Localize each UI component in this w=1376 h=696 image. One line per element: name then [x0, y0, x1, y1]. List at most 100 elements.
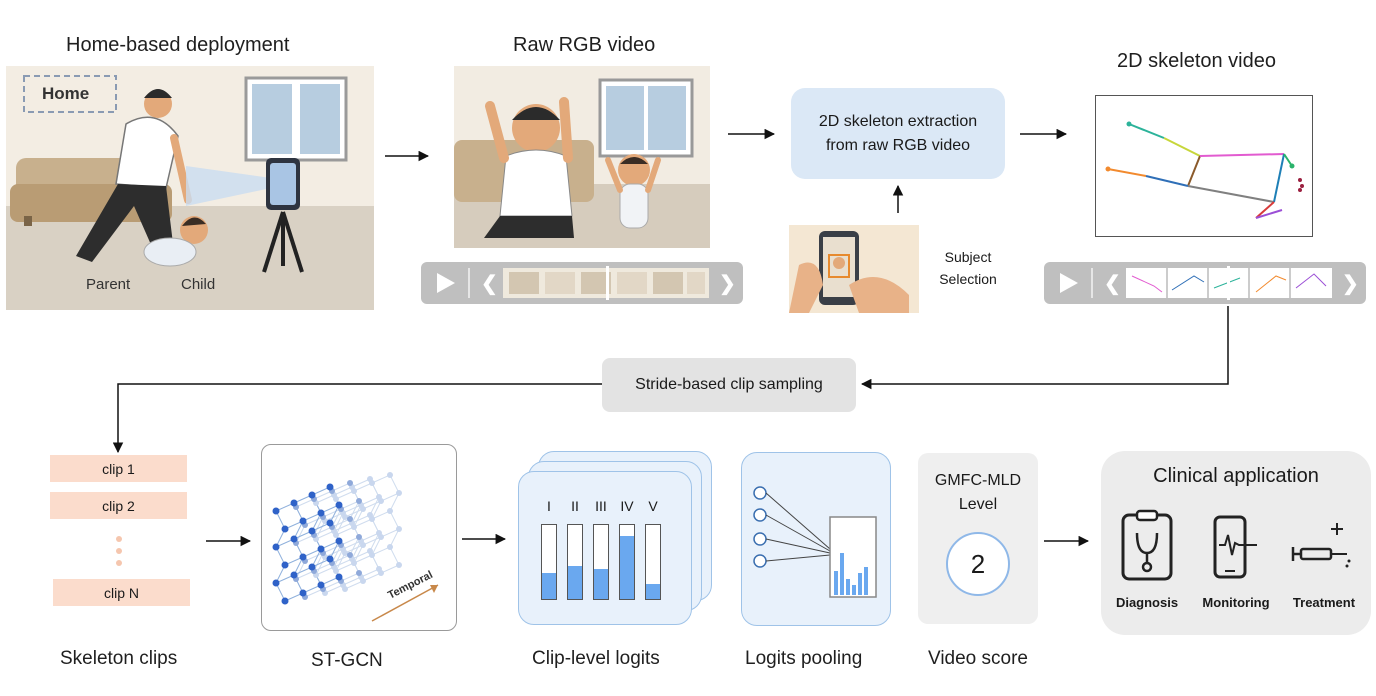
- play-icon[interactable]: [1060, 273, 1078, 293]
- clip-sampling-box: Stride-based clip sampling: [602, 358, 856, 412]
- logit-level-label: I: [547, 498, 551, 514]
- raw-video-player[interactable]: ❮ ❯: [421, 262, 743, 304]
- graph-node: [308, 527, 316, 535]
- skeleton-video-player[interactable]: ❮ ❯: [1044, 262, 1366, 304]
- graph-node: [356, 498, 362, 504]
- graph-node: [299, 589, 307, 597]
- graph-node: [396, 562, 402, 568]
- clipboard-stethoscope-icon: [1119, 509, 1175, 588]
- graph-node: [290, 571, 298, 579]
- extraction-line1: 2D skeleton extraction: [818, 112, 978, 130]
- graph-node: [308, 491, 316, 499]
- graph-node: [335, 537, 343, 545]
- logit-level-label: V: [648, 498, 658, 514]
- graph-node: [317, 509, 325, 517]
- home-tag: Home: [42, 84, 90, 103]
- logit-bar: [541, 524, 557, 600]
- graph-node: [367, 512, 373, 518]
- playhead[interactable]: [606, 266, 609, 300]
- graph-node: [272, 579, 280, 587]
- logit-level-label: II: [571, 498, 579, 514]
- clinical-item-monitoring: Monitoring: [1202, 595, 1270, 610]
- clinical-application-panel: Clinical application Diagnosi: [1101, 451, 1371, 635]
- pool-input-node: [753, 486, 767, 500]
- logit-bar: [593, 524, 609, 600]
- clip-item: clip N: [53, 579, 190, 606]
- graph-node: [272, 507, 280, 515]
- logit-level-label: III: [595, 498, 607, 514]
- raw-video-title: Raw RGB video: [513, 34, 656, 56]
- logit-bar: [619, 524, 635, 600]
- graph-node: [281, 561, 289, 569]
- graph-node: [299, 553, 307, 561]
- graph-node: [396, 526, 402, 532]
- logit-bar-fill: [542, 573, 556, 599]
- clip-item: clip 1: [50, 455, 187, 482]
- graph-node: [317, 545, 325, 553]
- chevron-left-icon[interactable]: ❮: [1104, 273, 1121, 296]
- graph-node: [308, 563, 316, 571]
- subject-selection-line2: Selection: [939, 271, 997, 287]
- phone-heartbeat-icon: [1209, 513, 1261, 588]
- chevron-right-icon[interactable]: ❯: [719, 273, 736, 296]
- playhead[interactable]: [1227, 266, 1230, 300]
- logits-pooling-card: [741, 452, 891, 626]
- clinical-item-treatment: Treatment: [1292, 595, 1356, 610]
- graph-node: [326, 555, 334, 563]
- graph-node: [367, 548, 373, 554]
- graph-node: [299, 517, 307, 525]
- graph-node: [387, 472, 393, 478]
- stgcn-label: ST-GCN: [311, 650, 383, 671]
- graph-node: [335, 501, 343, 509]
- play-icon[interactable]: [437, 273, 455, 293]
- video-score-label: Video score: [928, 648, 1028, 669]
- logit-bar: [567, 524, 583, 600]
- graph-node: [376, 566, 382, 572]
- score-value: 2: [946, 532, 1010, 596]
- skeleton-video-title: 2D skeleton video: [1117, 50, 1276, 72]
- subject-selection-label: Subject Selection: [936, 246, 1000, 290]
- extraction-line2: from raw RGB video: [825, 136, 971, 154]
- clip-logits-label: Clip-level logits: [532, 648, 660, 669]
- video-score-card: GMFC-MLD Level 2: [918, 453, 1038, 624]
- child-label: Child: [181, 276, 216, 293]
- chevron-right-icon[interactable]: ❯: [1342, 273, 1359, 296]
- graph-node: [272, 543, 280, 551]
- pool-input-node: [753, 508, 767, 522]
- subject-selection-illustration: [789, 225, 919, 313]
- raw-video-frame: [454, 66, 710, 248]
- skeleton-clips-label: Skeleton clips: [60, 648, 178, 669]
- score-title-line2: Level: [958, 496, 998, 513]
- syringe-icon: [1289, 521, 1355, 576]
- home-deployment-title: Home-based deployment: [66, 34, 290, 56]
- graph-node: [396, 490, 402, 496]
- graph-node: [335, 573, 343, 581]
- graph-node: [376, 494, 382, 500]
- chevron-left-icon[interactable]: ❮: [481, 273, 498, 296]
- score-title-line1: GMFC-MLD: [934, 472, 1022, 489]
- graph-node: [290, 499, 298, 507]
- graph-node: [356, 534, 362, 540]
- logit-bar-fill: [620, 536, 634, 599]
- home-scene-illustration: [6, 66, 374, 310]
- graph-node: [367, 476, 373, 482]
- pool-input-node: [753, 532, 767, 546]
- graph-node: [356, 570, 362, 576]
- logit-bar-fill: [568, 566, 582, 599]
- graph-node: [347, 480, 353, 486]
- graph-node: [347, 552, 353, 558]
- graph-node: [387, 508, 393, 514]
- graph-node: [326, 483, 334, 491]
- graph-node: [317, 581, 325, 589]
- logits-pooling-label: Logits pooling: [745, 648, 863, 669]
- graph-node: [281, 525, 289, 533]
- logit-bar-fill: [594, 569, 608, 599]
- logit-bar: [645, 524, 661, 600]
- graph-node: [347, 516, 353, 522]
- subject-selection-line1: Subject: [944, 249, 992, 265]
- parent-label: Parent: [86, 276, 131, 293]
- pool-input-node: [753, 554, 767, 568]
- clinical-item-diagnosis: Diagnosis: [1115, 595, 1179, 610]
